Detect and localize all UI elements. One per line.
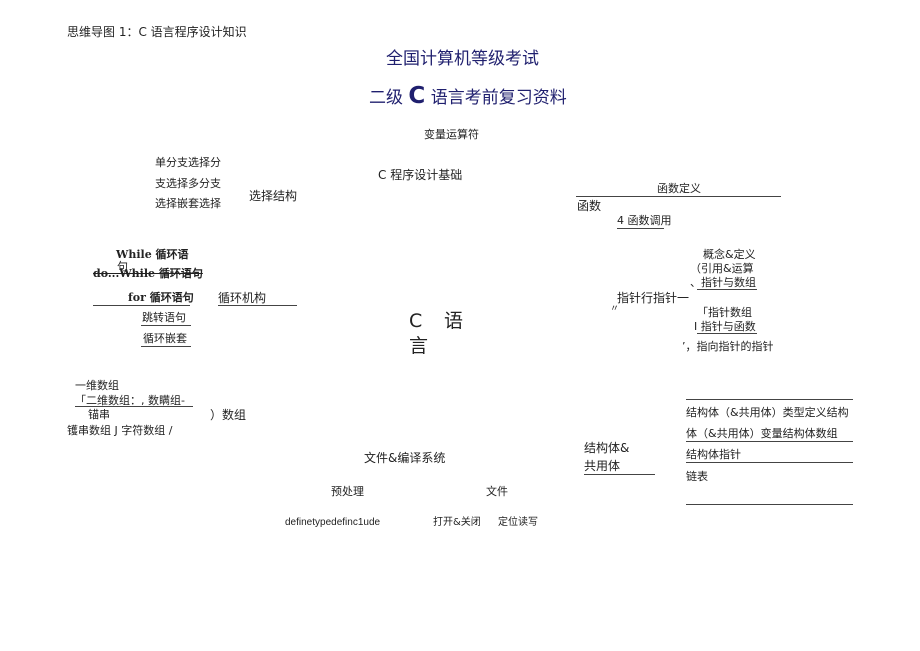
files-directives: definetypedefinc1ude (285, 517, 381, 528)
functions-call-underline (617, 228, 664, 229)
structs-label-1: 结构体& (584, 441, 630, 455)
files-file: 文件 (486, 485, 508, 498)
loop-dowhile: do...While 循环语句 (93, 267, 203, 280)
structs-top-line (686, 399, 853, 400)
selection-item-2: 支选择多分支 (155, 177, 221, 190)
functions-label: 函数 (577, 199, 602, 213)
center-c-letter: C (409, 310, 423, 332)
pointers-label: 指针行指针一 (617, 291, 690, 305)
files-preprocess: 预处理 (331, 485, 364, 498)
pointers-ref: （引用&运算 (690, 262, 754, 275)
loop-for-underline (93, 305, 190, 306)
center-yan: 言 (409, 335, 429, 357)
selection-item-3: 选择嵌套选择 (155, 197, 221, 210)
header-caption: 思维导图 1：C 语言程序设计知识 (67, 25, 247, 39)
loop-jump-underline (141, 325, 191, 326)
pointers-mark: 〃 (610, 304, 620, 314)
center-yu: 语 (444, 310, 464, 332)
arrays-one-dim: 一维数组 (75, 379, 119, 392)
pointers-pfunc-underline (697, 333, 757, 334)
title-line2-post: 语言考前复习资料 (430, 88, 567, 108)
pointers-array-underline (697, 289, 757, 290)
structs-ptr: 结构体指针 (686, 448, 741, 461)
arrays-two-dim: 「二维数组：, 数瞒组- (75, 394, 185, 407)
pointers-array: 、指针与数组 (690, 276, 756, 289)
title-line2: 二级 C 语言考前复习资料 (369, 85, 567, 108)
structs-var-def: 体（&共用体）变量结构体数组 (686, 427, 838, 440)
loop-label: 循环机构 (218, 291, 267, 305)
functions-definition: 函数定义 (657, 182, 701, 195)
files-open-close: 打开&关闭 (433, 517, 481, 528)
title-line1: 全国计算机等级考试 (386, 49, 539, 69)
arrays-underline (75, 406, 193, 407)
arrays-label: ）数组 (210, 408, 247, 422)
selection-item-1: 单分支选择分 (155, 156, 221, 169)
functions-underline (576, 196, 781, 197)
arrays-anchor: 锚串 (88, 408, 110, 421)
loop-nested-underline (141, 346, 191, 347)
loop-nested: 循环嵌套 (143, 332, 187, 345)
files-label: 文件&编译系统 (364, 451, 446, 465)
structs-label-2: 共用体 (584, 459, 621, 473)
loop-jump: 跳转语句 (142, 311, 186, 324)
basics-node: C 程序设计基础 (378, 168, 463, 182)
pointers-pfunc: I 指针与函数 (694, 320, 756, 333)
loop-label-underline (218, 305, 297, 306)
loop-while: While 循环语 (116, 248, 189, 261)
title-line2-c: C (408, 83, 426, 109)
pointers-ptp: ’，指向指针的指针 (682, 340, 774, 353)
files-position: 定位读写 (498, 517, 538, 528)
loop-while-2: 句 (117, 260, 128, 273)
operators-node: 变量运算符 (424, 128, 479, 141)
structs-type-def: 结构体（&共用体）类型定义结构 (686, 406, 849, 419)
structs-mid-line (686, 441, 853, 442)
title-line2-pre: 二级 (369, 88, 403, 108)
structs-ptr-line (686, 462, 853, 463)
functions-call: 4 函数调用 (617, 214, 672, 227)
structs-label-underline (584, 474, 655, 475)
structs-bottom-line (686, 504, 853, 505)
pointers-concept: 概念&定义 (703, 248, 756, 261)
pointers-parray: 「指针数组 (697, 306, 752, 319)
structs-list: 链表 (686, 470, 708, 483)
loop-for: for 循环语句 (128, 291, 194, 304)
arrays-chars: 镬串数组 J 字符数组 / (67, 424, 173, 437)
selection-label: 选择结构 (249, 189, 298, 203)
